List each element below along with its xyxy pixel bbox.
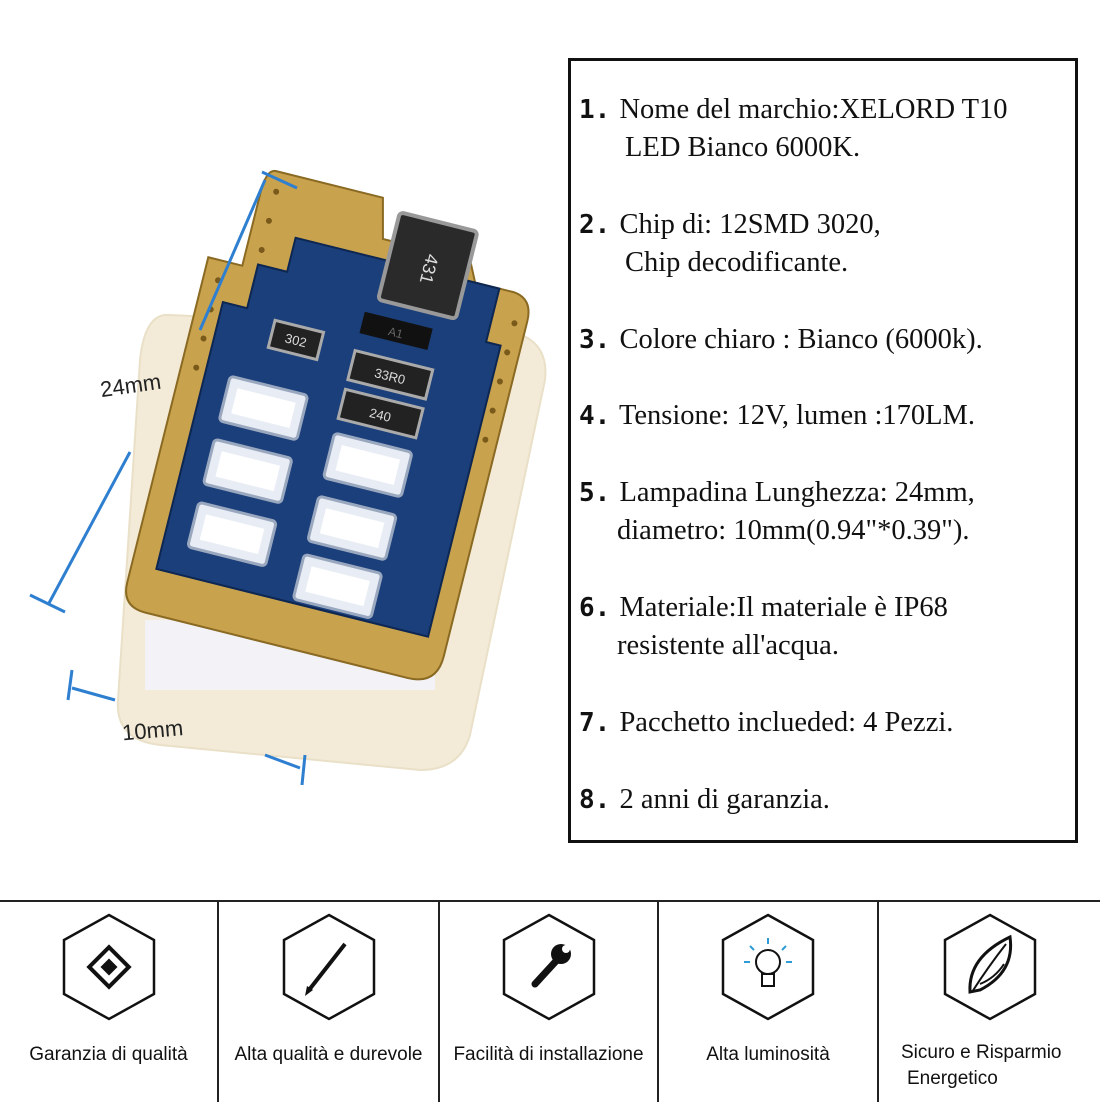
resistor-33r0-label: 33R0 [373, 365, 407, 387]
feature-label: Alta luminosità [706, 1044, 830, 1065]
feature-label-line: Energetico [907, 1068, 998, 1089]
width-dimension [66, 669, 307, 786]
spec-line: LED Bianco 6000K. [625, 132, 861, 163]
feature-brightness: Alta luminosità [659, 902, 879, 1102]
feature-strip: Garanzia di qualità Alta qualità e durev… [0, 900, 1100, 1102]
feature-label: Alta qualità e durevole [234, 1044, 423, 1065]
spec-number: 4. [579, 401, 611, 431]
spec-line: Chip decodificante. [625, 247, 849, 278]
feature-label-line: Sicuro e Risparmio [901, 1042, 1062, 1063]
spec-item-8: 8. 2 anni di garanzia. [579, 781, 830, 819]
length-dimension [29, 170, 298, 614]
chip-icon [62, 913, 155, 1021]
feature-label: Garanzia di qualità [29, 1044, 188, 1065]
spec-line: Nome del marchio:XELORD T10 [619, 94, 1008, 125]
feature-quality: Garanzia di qualità [0, 902, 219, 1102]
spec-line: diametro: 10mm(0.94"*0.39"). [617, 515, 970, 546]
spec-item-1: 1. Nome del marchio:XELORD T10 LED Bianc… [579, 91, 1008, 167]
diode-label: A1 [387, 324, 405, 341]
spec-line: Chip di: 12SMD 3020, [619, 209, 881, 240]
product-image: 431 A1 302 33R0 240 [29, 169, 547, 786]
spec-item-6: 6. Materiale:Il materiale è IP68 resiste… [579, 589, 948, 665]
spec-number: 5. [579, 478, 611, 508]
pen-icon [282, 913, 375, 1021]
spec-line: Pacchetto inclueded: 4 Pezzi. [619, 707, 954, 738]
spec-line: resistente all'acqua. [617, 630, 839, 661]
spec-item-7: 7. Pacchetto inclueded: 4 Pezzi. [579, 704, 953, 742]
led-chips [186, 375, 413, 619]
wrench-icon [502, 913, 595, 1021]
spec-line: Materiale:Il materiale è IP68 [619, 592, 948, 623]
spec-item-3: 3. Colore chiaro : Bianco (6000k). [579, 321, 983, 359]
leaf-icon [943, 913, 1036, 1021]
spec-number: 2. [579, 210, 611, 240]
spec-line: 2 anni di garanzia. [619, 784, 830, 815]
spec-item-4: 4. Tensione: 12V, lumen :170LM. [579, 397, 975, 435]
spec-item-2: 2. Chip di: 12SMD 3020, Chip decodifican… [579, 206, 881, 282]
spec-number: 6. [579, 593, 611, 623]
spec-line: Tensione: 12V, lumen :170LM. [618, 400, 976, 431]
feature-label: Facilità di installazione [453, 1044, 644, 1065]
spec-line: Lampadina Lunghezza: 24mm, [619, 477, 975, 508]
resistor-302-label: 302 [283, 330, 308, 350]
feature-energy: Sicuro e Risparmio Energetico [879, 902, 1100, 1102]
specs-box: 1. Nome del marchio:XELORD T10 LED Bianc… [568, 58, 1078, 843]
spec-number: 7. [579, 708, 611, 738]
spec-number: 8. [579, 785, 611, 815]
spec-number: 1. [579, 95, 611, 125]
lightbulb-icon [721, 913, 815, 1021]
led-bulb: 431 A1 302 33R0 240 [125, 169, 530, 681]
feature-durable: Alta qualità e durevole [219, 902, 440, 1102]
feature-installation: Facilità di installazione [440, 902, 659, 1102]
spec-line: Colore chiaro : Bianco (6000k). [619, 324, 983, 355]
width-label: 10mm [121, 715, 184, 745]
spec-item-5: 5. Lampadina Lunghezza: 24mm, diametro: … [579, 474, 975, 550]
resistor-240-label: 240 [368, 405, 393, 425]
spec-number: 3. [579, 325, 611, 355]
feature-label: Sicuro e Risparmio Energetico [879, 1040, 1100, 1092]
